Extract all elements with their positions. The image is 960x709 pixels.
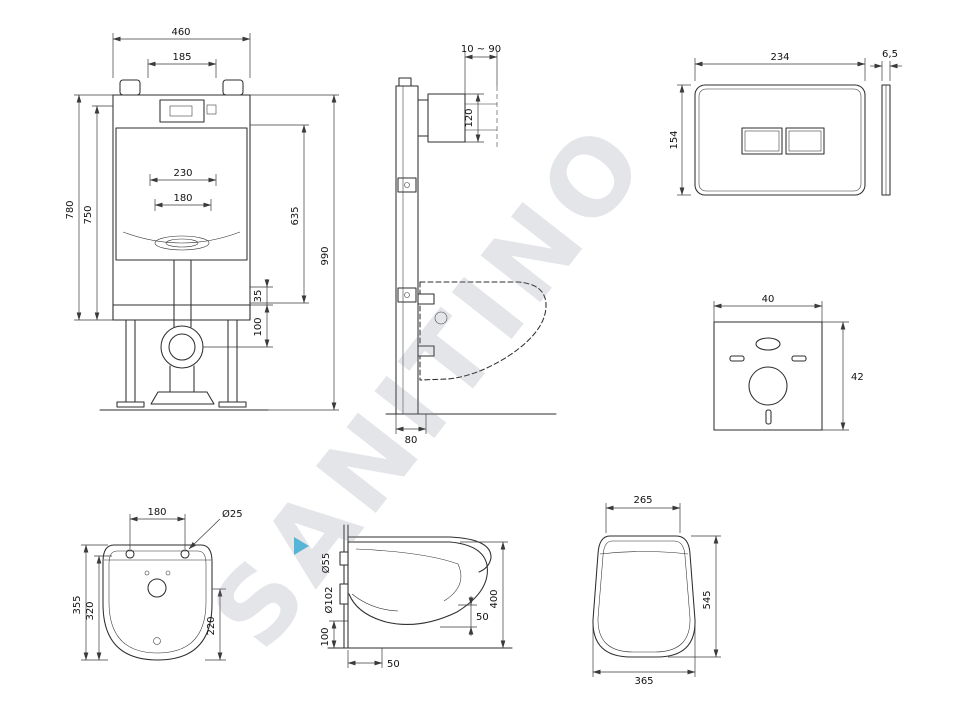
watermark-logo-icon bbox=[294, 537, 309, 555]
dim-label-6-5: 6,5 bbox=[882, 49, 898, 60]
dim-label-42: 42 bbox=[851, 372, 864, 383]
bowl-dashed-outline bbox=[419, 281, 547, 381]
bowl-top-dimensions: 180 Ø25 355 320 220 bbox=[72, 507, 243, 661]
dim-label-185: 185 bbox=[172, 52, 191, 63]
seat-mount-hole-left bbox=[125, 549, 135, 559]
dim-label-100-outlet: 100 bbox=[320, 627, 331, 646]
cistern-front-view: 460 185 780 750 230 180 635 990 35 100 bbox=[65, 27, 339, 411]
dim-label-10-90: 10 ~ 90 bbox=[461, 44, 501, 55]
flush-button-large bbox=[741, 127, 783, 155]
seat-mount-hole-right bbox=[180, 549, 190, 559]
cistern-depth-block bbox=[427, 93, 466, 143]
dim-label-990: 990 bbox=[320, 246, 331, 265]
seat-top-dimensions: 265 545 365 bbox=[592, 495, 721, 687]
cistern-side-geometry bbox=[385, 77, 557, 415]
dim-label-780: 780 bbox=[65, 200, 76, 219]
dim-label-d102: Ø102 bbox=[323, 587, 335, 614]
dim-label-120: 120 bbox=[464, 108, 475, 127]
flush-plate-body bbox=[694, 84, 866, 196]
dim-label-400: 400 bbox=[489, 589, 500, 608]
insulation-pad-dimensions: 40 42 bbox=[713, 294, 864, 431]
bowl-side-view: Ø55 Ø102 400 50 100 50 bbox=[320, 524, 513, 670]
bowl-side-dimensions: Ø55 Ø102 400 50 100 50 bbox=[320, 541, 508, 670]
cistern-front-dimensions: 460 185 780 750 230 180 635 990 35 100 bbox=[65, 27, 339, 411]
outlet-stub bbox=[339, 583, 349, 605]
dim-label-40: 40 bbox=[762, 294, 775, 305]
bowl-side-geometry bbox=[327, 524, 513, 649]
drain-foot bbox=[150, 391, 215, 405]
dim-label-234: 234 bbox=[770, 52, 789, 63]
inlet-hole bbox=[147, 578, 167, 598]
cistern-side-view: 10 ~ 90 120 80 bbox=[385, 44, 557, 446]
flush-plate-geometry bbox=[694, 84, 891, 196]
seat-profile bbox=[347, 536, 492, 573]
dim-label-35: 35 bbox=[253, 290, 264, 303]
dim-label-265: 265 bbox=[633, 495, 652, 506]
dim-label-154: 154 bbox=[669, 130, 680, 149]
dim-label-d25: Ø25 bbox=[222, 508, 243, 520]
dim-label-545: 545 bbox=[702, 590, 713, 609]
dim-label-100: 100 bbox=[253, 317, 264, 336]
seat-top-view: 265 545 365 bbox=[592, 495, 721, 687]
flush-bend-inner bbox=[168, 333, 196, 361]
inlet-stub bbox=[339, 551, 349, 566]
dim-label-355: 355 bbox=[72, 595, 83, 614]
insulation-pad-geometry bbox=[713, 321, 823, 431]
dim-label-635: 635 bbox=[290, 206, 301, 225]
dim-label-750: 750 bbox=[83, 205, 94, 224]
flush-plate-view: 234 154 6,5 bbox=[669, 49, 902, 196]
dim-label-180: 180 bbox=[173, 193, 192, 204]
cistern-frame-geometry bbox=[99, 79, 269, 411]
flush-button-small bbox=[785, 127, 825, 155]
dim-label-320: 320 bbox=[85, 601, 96, 620]
dim-label-50-front: 50 bbox=[476, 612, 489, 623]
bowl-side-outline bbox=[347, 541, 488, 625]
dim-label-50-bottom: 50 bbox=[387, 659, 400, 670]
cistern-side-dimensions: 10 ~ 90 120 80 bbox=[395, 44, 501, 446]
dim-label-80: 80 bbox=[405, 435, 418, 446]
bowl-top-geometry bbox=[102, 544, 213, 661]
seat-outline bbox=[592, 535, 696, 658]
dim-label-180-holes: 180 bbox=[147, 507, 166, 518]
flush-plate-dimensions: 234 154 6,5 bbox=[669, 49, 902, 196]
dim-label-365: 365 bbox=[634, 676, 653, 687]
bowl-top-view: 180 Ø25 355 320 220 bbox=[72, 507, 243, 661]
insulation-pad-body bbox=[713, 321, 823, 431]
dim-label-d55: Ø55 bbox=[320, 553, 332, 574]
dim-label-230: 230 bbox=[173, 168, 192, 179]
insulation-pad-view: 40 42 bbox=[713, 294, 864, 431]
dim-label-460: 460 bbox=[171, 27, 190, 38]
seat-top-geometry bbox=[592, 535, 696, 658]
bowl-top-outline bbox=[102, 544, 213, 661]
dim-label-220: 220 bbox=[206, 616, 217, 635]
